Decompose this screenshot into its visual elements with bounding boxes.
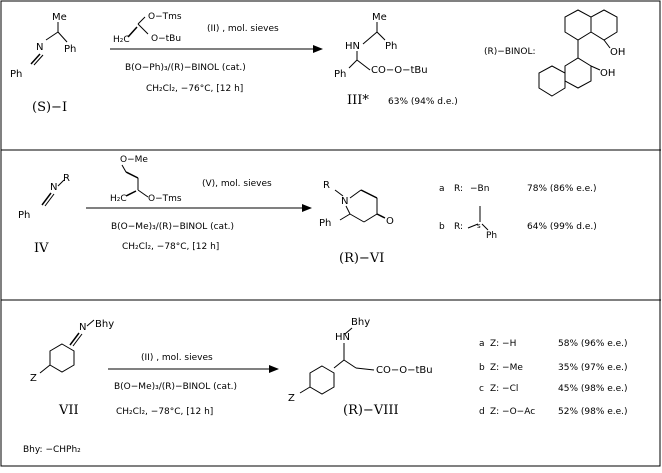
- svg-text:R:: R:: [454, 222, 463, 232]
- binol-structure: (R)−BINOL: OH OH: [484, 9, 625, 97]
- conditions-catalyst: B(O−Me)₃/(R)−BINOL (cat.): [114, 382, 237, 392]
- nitrogen-label: N: [50, 182, 57, 193]
- variant-a: a Z: −H 58% (96% e.e.): [479, 339, 628, 349]
- svg-text:b: b: [479, 363, 485, 373]
- reactant-iv: N R Ph IV: [18, 173, 70, 256]
- compound-label-vi: (R)−VI: [339, 251, 384, 266]
- conditions-catalyst: B(O−Ph)₃/(R)−BINOL (cat.): [125, 63, 246, 73]
- methyl-label: Me: [52, 12, 67, 23]
- nitrogen-label: N: [36, 42, 43, 53]
- svg-text:R:: R:: [454, 184, 463, 194]
- compound-label-s-i: (S)−I: [32, 100, 67, 115]
- svg-text:a: a: [479, 339, 485, 349]
- svg-text:Z: −H: Z: −H: [490, 339, 516, 349]
- svg-text:c: c: [479, 384, 484, 394]
- reactant-s-i: Me Ph N Ph (S)−I: [10, 12, 76, 115]
- yield-label: 64% (99% d.e.): [527, 222, 597, 232]
- bhy-footnote: Bhy: −CHPh₂: [23, 445, 81, 455]
- svg-text:b: b: [439, 222, 445, 232]
- yield-label: 45% (98% e.e.): [558, 384, 628, 394]
- svg-text:Z: −Cl: Z: −Cl: [490, 384, 518, 394]
- z-label: Z: [288, 393, 295, 404]
- ester-label: CO−O−tBu: [376, 365, 433, 376]
- conditions-catalyst: B(O−Me)₃/(R)−BINOL (cat.): [111, 222, 234, 232]
- hydroxyl-label: OH: [610, 47, 625, 58]
- phenyl-label: Ph: [10, 69, 22, 80]
- otms-label: O−Tms: [148, 12, 182, 22]
- conditions-solvent-temp: CH₂Cl₂, −78°C, [12 h]: [116, 407, 213, 417]
- yield-label: 35% (97% e.e.): [558, 363, 628, 373]
- yield-label: 58% (96% e.e.): [558, 339, 628, 349]
- otms-label: O−Tms: [148, 194, 182, 204]
- binol-label: (R)−BINOL:: [484, 47, 536, 57]
- phenyl-label: Ph: [18, 210, 30, 221]
- compound-label-vii: VII: [58, 403, 79, 418]
- yield-label: 52% (98% e.e.): [558, 407, 628, 417]
- nitrogen-label: N: [341, 196, 348, 207]
- bhy-label: Bhy: [95, 319, 114, 330]
- variant-d: d Z: −O−Ac 52% (98% e.e.): [479, 407, 628, 417]
- compound-label-iii: III*: [347, 93, 369, 108]
- phenyl-label: Ph: [319, 218, 331, 229]
- variant-b: b Z: −Me 35% (97% e.e.): [479, 363, 628, 373]
- variant-c: c Z: −Cl 45% (98% e.e.): [479, 384, 628, 394]
- variant-a: a R: −Bn 78% (86% e.e.): [439, 184, 597, 194]
- reagent-conditions-label: (V), mol. sieves: [202, 179, 272, 189]
- r-group-label: R: [63, 173, 70, 184]
- svg-text:Z: −O−Ac: Z: −O−Ac: [490, 407, 535, 417]
- ester-label: CO−O−tBu: [371, 65, 428, 76]
- yield-label: 63% (94% d.e.): [388, 97, 458, 107]
- conditions-solvent-temp: CH₂Cl₂, −76°C, [12 h]: [146, 84, 243, 94]
- svg-text:s: s: [477, 222, 481, 230]
- yield-label: 78% (86% e.e.): [527, 184, 597, 194]
- reagent-v: O−Me H₂C O−Tms (V), mol. sieves: [110, 155, 272, 204]
- h2c-label: H₂C: [110, 194, 127, 204]
- phenyl-label: Ph: [64, 44, 76, 55]
- scheme-2: N R Ph IV O−Me H₂C O−Tms (V), mol. sieve…: [18, 155, 597, 266]
- product-iii: Me Ph HN Ph CO−O−tBu III* 63% (94% d.e.): [334, 12, 458, 108]
- svg-text:Ph: Ph: [486, 231, 497, 241]
- reagent-conditions-label: (II) , mol. sieves: [207, 24, 279, 34]
- z-label: Z: [30, 373, 37, 384]
- methyl-label: Me: [372, 12, 387, 23]
- otbu-label: O−tBu: [151, 34, 181, 44]
- oxygen-label: O: [386, 216, 394, 227]
- scheme-1: Me Ph N Ph (S)−I O−Tms H₂C O−tBu (II) , …: [10, 9, 625, 115]
- reagent-conditions-label: (II) , mol. sieves: [141, 353, 213, 363]
- hydroxyl-label: OH: [600, 68, 615, 79]
- conditions-solvent-temp: CH₂Cl₂, −78°C, [12 h]: [122, 242, 219, 252]
- ome-label: O−Me: [120, 155, 148, 165]
- svg-text:a: a: [439, 184, 445, 194]
- reactant-vii: N Bhy Z VII: [30, 319, 114, 418]
- scheme-3: N Bhy Z VII (II) , mol. sieves B(O−Me)₃/…: [23, 317, 628, 455]
- bhy-label: Bhy: [351, 317, 370, 328]
- amine-label: HN: [345, 41, 360, 52]
- h2c-label: H₂C: [113, 35, 130, 45]
- nitrogen-label: N: [79, 322, 86, 333]
- reagent-ii: O−Tms H₂C O−tBu (II) , mol. sieves: [113, 12, 279, 45]
- variant-b: b R: s Ph 64% (99% d.e.): [439, 206, 597, 241]
- svg-text:Z: −Me: Z: −Me: [490, 363, 523, 373]
- svg-text:−Bn: −Bn: [470, 184, 489, 194]
- product-vi: R N Ph O (R)−VI: [319, 180, 394, 266]
- r-group-label: R: [323, 180, 330, 191]
- amine-label: HN: [335, 332, 350, 343]
- compound-label-iv: IV: [34, 241, 49, 256]
- product-viii: Bhy HN CO−O−tBu Z (R)−VIII: [288, 317, 433, 418]
- svg-text:d: d: [479, 407, 485, 417]
- phenyl-label: Ph: [385, 41, 397, 52]
- compound-label-viii: (R)−VIII: [343, 403, 399, 418]
- phenyl-label: Ph: [334, 69, 346, 80]
